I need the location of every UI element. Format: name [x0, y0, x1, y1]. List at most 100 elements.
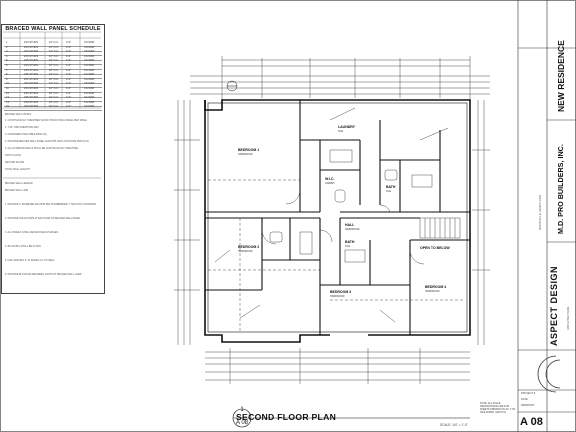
- schedule-cell: CS-WSP: [84, 82, 95, 86]
- room-label-bedroom-4: BEDROOM 4: [425, 285, 447, 289]
- schedule-cell: 4'-0": [66, 87, 72, 90]
- project-name: NEW RESIDENCE: [556, 40, 566, 112]
- schedule-cell: 7: [6, 68, 8, 72]
- sheet-number: A 08: [520, 416, 543, 428]
- schedule-cell: 4'-0": [66, 73, 72, 77]
- schedule-cell: 16" O.C.: [49, 73, 59, 77]
- schedule-cell: 2X6 STUDS: [24, 91, 39, 95]
- schedule-cell: 2X4 STUDS: [24, 50, 39, 54]
- room-floor-bedroom-4: HARDWOOD: [425, 290, 440, 293]
- legend-item: 2. PROVIDE HOLD DOWN AT EACH END OF BRAC…: [5, 217, 81, 220]
- legend-item: 5. NAIL SPACING 6" AT EDGES 12" AT FIELD: [5, 259, 55, 262]
- schedule-cell: CS-WSP: [84, 54, 95, 58]
- project-address: ROCKVILLE, MARYLAND: [538, 194, 542, 230]
- schedule-cell: 4'-0": [66, 77, 72, 81]
- project-number-label: PROJECT #: [521, 392, 536, 395]
- schedule-row: 10 2X4 STUDS 16" O.C. 4'-0" CS-WSP: [4, 82, 102, 89]
- schedule-cell: CS-WSP: [84, 100, 95, 104]
- schedule-cell: 2X4 STUDS: [24, 41, 39, 44]
- schedule-cell: CS-WSP: [84, 45, 95, 49]
- schedule-cell: 2X6 STUDS: [24, 77, 39, 81]
- legend-item: BRACED WALL LINE: [5, 189, 28, 192]
- schedule-cell: 4: [6, 54, 8, 58]
- schedule-cell: 16" O.C.: [49, 100, 59, 104]
- schedule-cell: 6: [6, 64, 8, 67]
- builder-name: M.D. PRO BUILDERS, INC.: [556, 144, 565, 234]
- schedule-cell: 4'-0": [66, 91, 72, 95]
- schedule-cell: 3: [6, 50, 8, 54]
- schedule-cell: CS-WSP: [84, 59, 95, 63]
- schedule-cell: CS-WSP: [84, 77, 95, 81]
- schedule-cell: 4'-0": [66, 64, 72, 67]
- schedule-cell: 4'-0": [66, 100, 72, 104]
- schedule-cell: 4'-0": [66, 45, 72, 49]
- schedule-cell: 10: [6, 82, 9, 86]
- schedule-cell: 1: [6, 41, 8, 44]
- legend-item: 1. PROVIDE 3" DIAMETER ANCHOR BOLTS EMBE…: [5, 203, 97, 206]
- schedule-cell: CS-WSP: [84, 41, 95, 44]
- firm-subtitle: ARCHITECTURE: [566, 306, 570, 330]
- schedule-cell: 4'-0": [66, 41, 72, 44]
- schedule-cell: 4'-0": [66, 68, 72, 72]
- room-floor-wic: CARPET: [325, 182, 335, 185]
- schedule-cell: 11: [6, 87, 9, 90]
- firm-name: ASPECT DESIGN: [549, 265, 559, 346]
- room-label-hall: HALL: [345, 223, 355, 227]
- braced-wall-panel-schedule: BRACED WALL PANEL SCHEDULE 1 2X4 STUDS 16"…: [1, 24, 105, 294]
- schedule-cell: 2X4 STUDS: [24, 82, 39, 86]
- schedule-note: SECOND FLOOR: [5, 161, 25, 164]
- room-floor-laundry: TILE: [338, 130, 344, 133]
- schedule-note: 2. 7/16" OSB SHEATHING MIN.: [5, 126, 40, 129]
- schedule-cell: 4'-0": [66, 54, 72, 58]
- date-label: DATE: [521, 398, 528, 401]
- schedule-cell: 4'-0": [66, 82, 72, 86]
- schedule-cell: 2X4 STUDS: [24, 68, 39, 72]
- schedule-cell: 2X6 STUDS: [24, 73, 39, 77]
- room-label-bedroom-2: BEDROOM 2: [238, 245, 260, 249]
- detail-sheet-ref: A 08: [235, 420, 248, 426]
- schedule-cell: 16" O.C.: [49, 41, 59, 44]
- schedule-cell: CS-WSP: [84, 87, 95, 90]
- schedule-cell: CS-WSP: [84, 105, 95, 109]
- legend-item: 3. ALL PANELS SHALL BE BLOCKED AT EDGES: [5, 231, 59, 234]
- schedule-row: 11 2X4 STUDS 16" O.C. 4'-0" CS-WSP: [4, 87, 102, 93]
- room-floor-bedroom-1: HARDWOOD: [238, 153, 253, 156]
- schedule-cell: CS-WSP: [84, 68, 95, 72]
- schedule-cell: 13: [6, 96, 9, 100]
- schedule-cell: CS-WSP: [84, 96, 95, 100]
- schedule-title: BRACED WALL PANEL SCHEDULE: [5, 26, 101, 32]
- schedule-note: 5. ALL EXTERIOR WALLS SHALL BE CONTINUOU…: [5, 147, 79, 150]
- schedule-cell: CS-WSP: [84, 50, 95, 54]
- schedule-note: TOTAL WALL LENGTH: [5, 168, 30, 171]
- schedule-cell: CS-WSP: [84, 73, 95, 77]
- room-label-bedroom-1: BEDROOM 1: [238, 148, 260, 152]
- schedule-cell: 4'-0": [66, 50, 72, 54]
- schedule-cell: 9: [6, 77, 8, 81]
- room-floor-bath-1: TILE: [386, 190, 392, 193]
- schedule-cell: 4'-0": [66, 96, 72, 100]
- schedule-cell: 8: [6, 73, 8, 77]
- schedule-cell: 2X6 STUDS: [24, 96, 39, 100]
- schedule-cell: 16" O.C.: [49, 91, 59, 95]
- schedule-row: 7 2X4 STUDS 16" O.C. 4'-0" CS-WSP: [4, 69, 102, 75]
- room-label-open-to-below: OPEN TO BELOW: [420, 246, 450, 250]
- plan-scale: SCALE: 1/4" = 1'-0": [440, 423, 468, 427]
- schedule-cell: 4'-0": [66, 105, 72, 109]
- schedule-cell: 16" O.C.: [49, 105, 59, 109]
- schedule-note: FIRST FLOOR: [5, 154, 21, 157]
- schedule-note: 1. CONTINUOUSLY SHEATHED WOOD STRUCTURAL…: [5, 119, 87, 122]
- room-label-laundry: LAUNDRY: [338, 125, 355, 129]
- schedule-cell: 16" O.C.: [49, 82, 59, 86]
- schedule-cell: 2X4 STUDS: [24, 64, 39, 67]
- room-label-bedroom-3: BEDROOM 3: [330, 290, 352, 294]
- room-label-bath-2: BATH: [345, 240, 355, 244]
- legend-heading: BRACED WALL LEGEND:: [5, 182, 34, 185]
- schedule-cell: 2X4 STUDS: [24, 87, 39, 90]
- schedule-row: 9 2X6 STUDS 16" O.C. 4'-0" CS-WSP: [4, 78, 102, 84]
